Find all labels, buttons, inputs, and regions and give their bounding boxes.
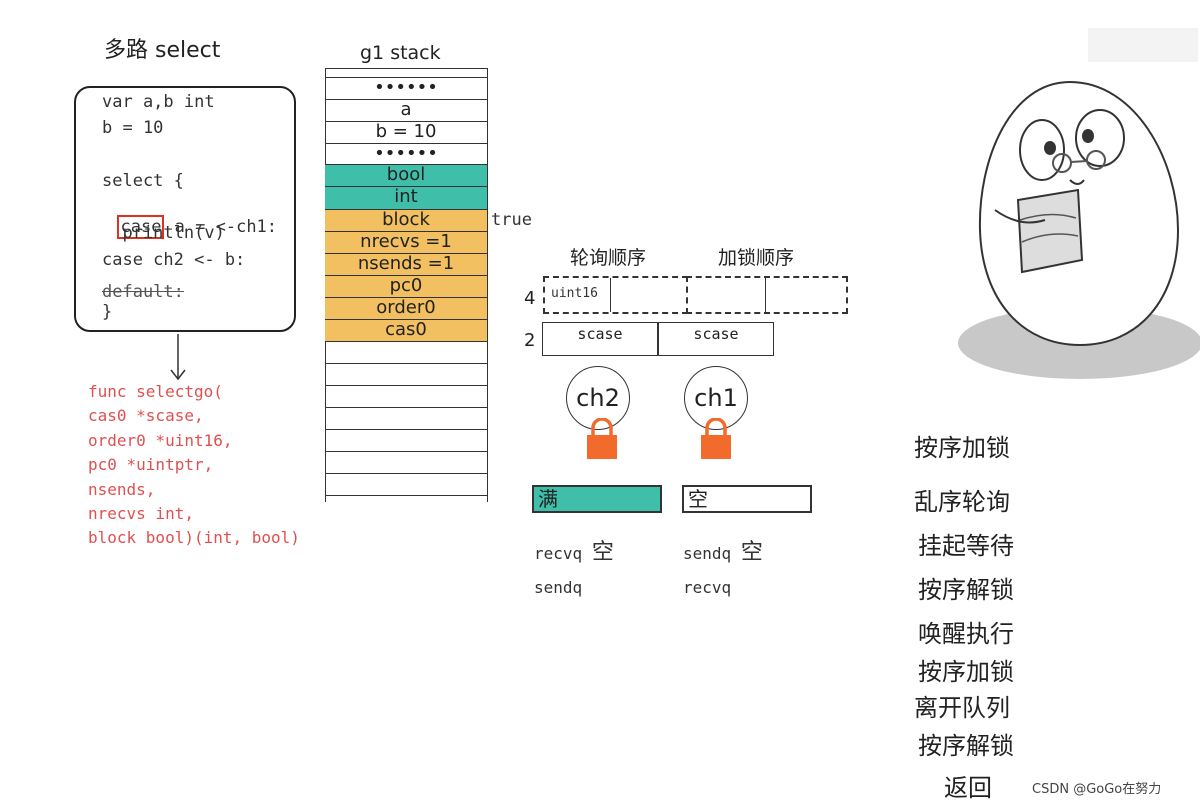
order-count: 4 [524, 288, 535, 309]
stack-cell [325, 363, 487, 385]
watermark: CSDN @GoGo在努力 [1032, 778, 1161, 797]
func-line: order0 *uint16, [88, 429, 300, 453]
order-slot [688, 278, 766, 312]
down-arrow-icon [168, 332, 188, 382]
stack-cell [325, 495, 487, 503]
lock-order-label: 加锁顺序 [718, 243, 794, 270]
stack-cell: a [325, 99, 487, 121]
scase-count: 2 [524, 330, 535, 351]
ch1-status-empty: 空 [682, 485, 812, 513]
sendq-label: sendq [683, 544, 731, 563]
sendq-empty: 空 [741, 540, 763, 565]
stack-cell: b = 10 [325, 121, 487, 143]
code-line-select: select { [102, 171, 184, 191]
code-line-println: println(v) [102, 223, 225, 243]
stack-cell: order0 [325, 297, 487, 319]
step-6: 按序加锁 [918, 652, 1014, 687]
stack-right-edge [487, 68, 488, 502]
step-9: 返回 [944, 768, 992, 803]
stack-title: g1 stack [360, 42, 441, 64]
code-line-default-struck: default: [102, 282, 184, 302]
ch1-recvq: recvq [683, 578, 731, 597]
step-8: 按序解锁 [918, 726, 1014, 761]
code-line-2: b = 10 [102, 118, 163, 138]
ch2-recvq: recvq 空 [534, 534, 614, 566]
poll-order-array: uint16 [543, 276, 688, 314]
blurred-logo [1088, 28, 1198, 62]
stack-cell: •••••• [325, 77, 487, 99]
func-line: cas0 *scase, [88, 404, 300, 428]
step-4: 按序解锁 [918, 570, 1014, 605]
stack-cell: cas0 [325, 319, 487, 341]
stack-cell: int [325, 186, 487, 209]
func-line: nrecvs int, [88, 502, 300, 526]
lock-icon [585, 418, 619, 460]
ch2-status-full: 满 [532, 485, 662, 513]
code-line-case-ch2: case ch2 <- b: [102, 250, 245, 270]
ch1-sendq: sendq 空 [683, 534, 763, 566]
stack-cell: nrecvs =1 [325, 231, 487, 253]
func-line: block bool)(int, bool) [88, 526, 300, 550]
lock-icon [699, 418, 733, 460]
func-line: pc0 *uintptr, [88, 453, 300, 477]
stack-cell: pc0 [325, 275, 487, 297]
stack-cell [325, 341, 487, 363]
scase-box: scase [542, 322, 658, 356]
block-true-label: true [491, 210, 532, 230]
poll-order-label: 轮询顺序 [570, 243, 646, 270]
func-line: func selectgo( [88, 380, 300, 404]
code-line-close: } [102, 302, 112, 322]
stack-cell: bool [325, 164, 487, 186]
stack-cell [325, 407, 487, 429]
func-line: nsends, [88, 478, 300, 502]
ch2-sendq: sendq [534, 578, 582, 597]
step-2: 乱序轮询 [914, 482, 1010, 517]
stack-cell: •••••• [325, 143, 487, 164]
step-7: 离开队列 [914, 688, 1010, 723]
stack-cell [325, 385, 487, 407]
recvq-label: recvq [534, 544, 582, 563]
scase-box: scase [658, 322, 774, 356]
stack-cell [325, 451, 487, 473]
recvq-empty: 空 [592, 540, 614, 565]
uint16-label: uint16 [551, 286, 598, 301]
lock-order-array [686, 276, 848, 314]
selectgo-signature: func selectgo( cas0 *scase, order0 *uint… [88, 380, 300, 551]
order-slot: uint16 [545, 278, 611, 312]
stack-cell [325, 473, 487, 495]
stack-cell [325, 68, 487, 77]
stack-cell: nsends =1 [325, 253, 487, 275]
code-line-1: var a,b int [102, 92, 215, 112]
step-5: 唤醒执行 [918, 614, 1014, 649]
stack-cell: block [325, 209, 487, 231]
page-title: 多路 select [104, 32, 220, 64]
stack-cell [325, 429, 487, 451]
egg-mascot-illustration [950, 60, 1200, 380]
step-3: 挂起等待 [918, 526, 1014, 561]
step-1: 按序加锁 [914, 428, 1010, 463]
